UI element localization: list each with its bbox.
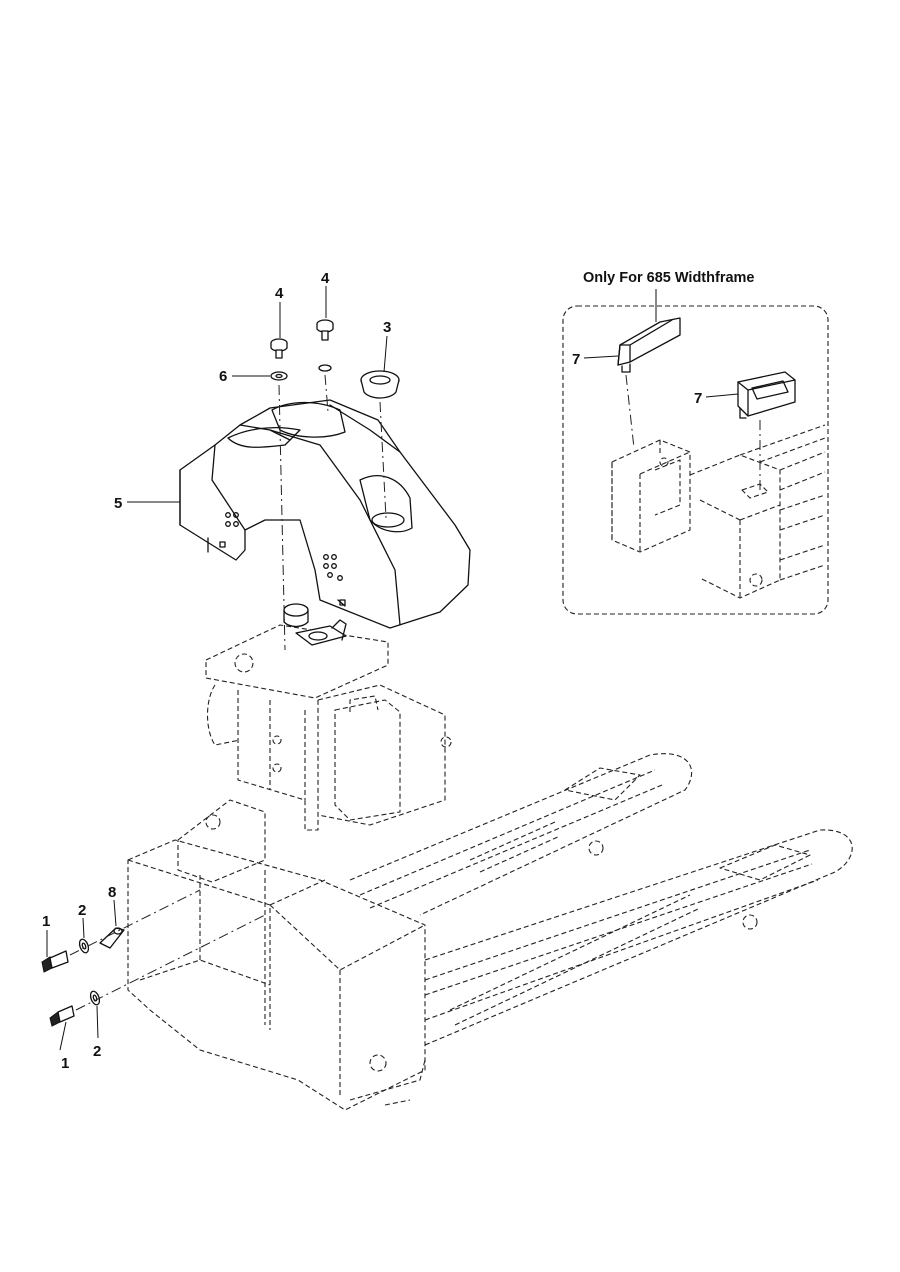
callout-5: 5: [114, 495, 122, 512]
part-8-clip: [99, 927, 125, 949]
callout-2-lower: 2: [93, 1043, 101, 1060]
inset-part-7a: [617, 317, 681, 373]
callout-3: 3: [383, 319, 391, 336]
callout-8: 8: [108, 884, 116, 901]
part-5-cover: [179, 399, 471, 629]
callout-1-upper: 1: [42, 913, 50, 930]
callout-4a: 4: [275, 285, 284, 302]
part-4b-bolt: [316, 319, 334, 341]
part-1a-bolt: [41, 950, 69, 973]
part-1b-bolt: [49, 1005, 75, 1027]
inset-part-7b: [737, 371, 796, 419]
callout-7-inset-bottom: 7: [694, 390, 702, 407]
inset-centerline-1: [625, 374, 635, 449]
part-4a-bolt: [270, 338, 288, 359]
part-3-plug: [360, 370, 400, 399]
part-6-washer: [270, 364, 332, 381]
callout-1-lower: 1: [61, 1055, 69, 1072]
centerline-4a: [278, 384, 286, 651]
callout-6: 6: [219, 368, 227, 385]
centerline-4b: [324, 374, 329, 413]
main-frame-drawing: [127, 624, 853, 1111]
callout-2-upper: 2: [78, 902, 86, 919]
callout-4b: 4: [321, 270, 330, 287]
inset-border: [562, 305, 829, 615]
leaders: [46, 286, 739, 1051]
inset-frame-drawing: [611, 424, 826, 599]
inset-title: Only For 685 Widthframe: [583, 270, 755, 286]
callout-7-inset-top: 7: [572, 351, 580, 368]
part-2b-washer: [89, 990, 101, 1006]
key-switch-parts: [283, 603, 347, 646]
centerline-side-2: [75, 914, 266, 1011]
part-2a-washer: [78, 938, 90, 954]
centerline-side-1: [69, 889, 201, 956]
inset-panel: Only For 685 Widthframe: [562, 270, 829, 615]
